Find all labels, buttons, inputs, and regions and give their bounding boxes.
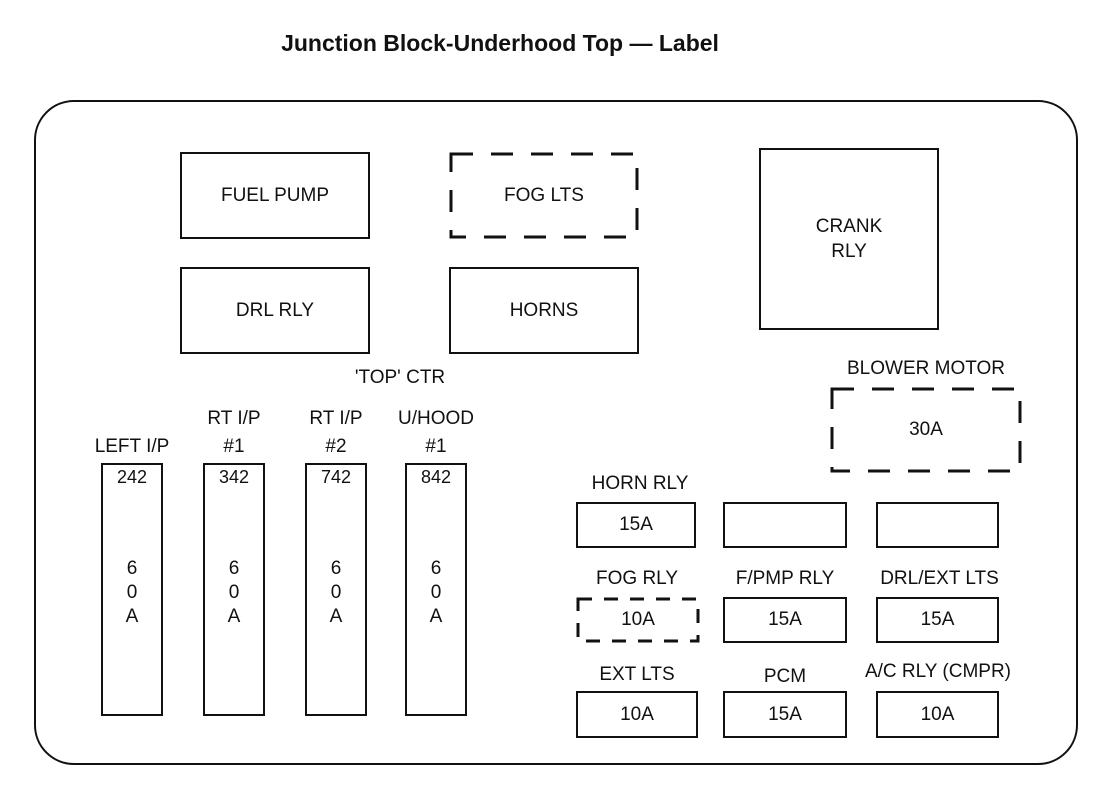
maxi-fuse-4-label-2: #1 (425, 436, 447, 457)
pcm-fuse: 15A (723, 691, 847, 738)
junction-block-panel (34, 100, 1078, 765)
fog-rly-fuse: 10A (576, 597, 700, 643)
maxi-fuse-number: 742 (320, 467, 352, 487)
maxi-fuse-number: 842 (420, 467, 452, 487)
horn-rly-label: HORN RLY (591, 473, 689, 494)
drl-ext-lts-label: DRL/EXT LTS (880, 568, 999, 589)
maxi-fuse-2-label-2: #1 (223, 436, 245, 457)
crank-relay: CRANK RLY (759, 148, 939, 330)
top-ctr-label: 'TOP' CTR (354, 367, 446, 388)
pcm-rating: 15A (768, 703, 802, 725)
ext-lts-rating: 10A (620, 703, 654, 725)
blower-motor-fuse: 30A (830, 387, 1022, 473)
crank-relay-label-2: RLY (831, 241, 867, 262)
fog-lts-relay: FOG LTS (449, 152, 639, 239)
maxi-fuse-number: 242 (116, 467, 148, 487)
maxi-fuse-3-label-2: #2 (325, 436, 347, 457)
ac-rly-label: A/C RLY (CMPR) (864, 661, 1012, 682)
fuel-pump-relay: FUEL PUMP (180, 152, 370, 239)
blower-motor-dashed-outline (830, 387, 1022, 473)
ac-rly-fuse: 10A (876, 691, 999, 738)
fog-lts-relay-label: FOG LTS (504, 184, 584, 206)
fog-lts-dashed-outline (449, 152, 639, 239)
ac-rly-rating: 10A (920, 703, 955, 725)
pcm-label: PCM (763, 666, 807, 687)
drl-ext-lts-rating: 15A (920, 609, 955, 630)
fog-rly-label: FOG RLY (596, 568, 678, 589)
blower-motor-rating: 30A (909, 419, 943, 440)
maxi-fuse-number: 342 (218, 467, 250, 487)
drl-ext-lts-fuse: 15A (876, 597, 999, 643)
blower-motor-label: BLOWER MOTOR (847, 358, 1005, 379)
maxi-fuse-1-label: LEFT I/P (94, 436, 170, 457)
fog-rly-rating: 10A (621, 609, 655, 630)
drl-relay: DRL RLY (180, 267, 370, 354)
fog-rly-dashed-outline (576, 597, 700, 643)
spare-fuse-slot-2 (876, 502, 999, 548)
crank-relay-label-1: CRANK (815, 216, 883, 237)
diagram-title: Junction Block-Underhood Top — Label (281, 30, 719, 56)
fuel-pump-relay-label: FUEL PUMP (220, 184, 330, 206)
horn-rly-fuse: 15A (576, 502, 696, 548)
spare-fuse-slot-1 (723, 502, 847, 548)
fpmp-rly-label: F/PMP RLY (735, 568, 835, 589)
maxi-fuse-2-label-1: RT I/P (207, 408, 261, 429)
ext-lts-fuse: 10A (576, 691, 698, 738)
ext-lts-label: EXT LTS (599, 664, 675, 685)
horns-relay-label: HORNS (509, 299, 579, 321)
maxi-fuse-3-label-1: RT I/P (309, 408, 363, 429)
maxi-fuse-4-label-1: U/HOOD (398, 408, 474, 429)
horn-rly-rating: 15A (619, 514, 653, 535)
horns-relay: HORNS (449, 267, 639, 354)
drl-relay-label: DRL RLY (235, 299, 315, 321)
fpmp-rly-fuse: 15A (723, 597, 847, 643)
fpmp-rly-rating: 15A (768, 609, 802, 630)
